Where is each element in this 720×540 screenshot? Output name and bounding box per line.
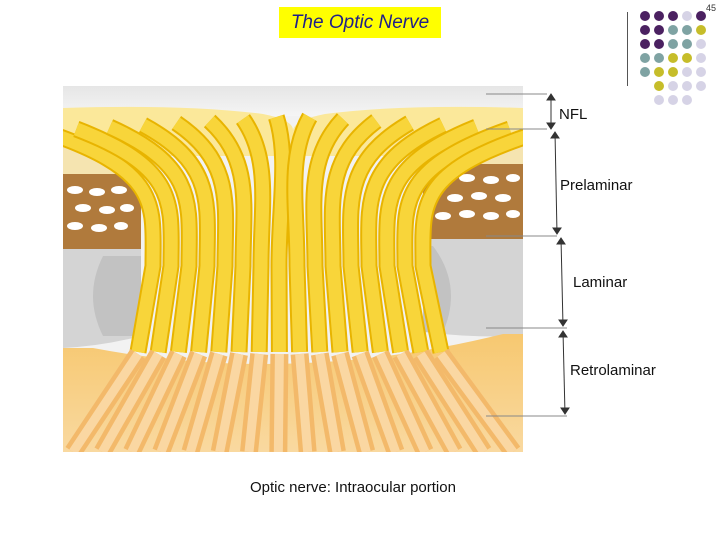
myelinated-bundle-core — [98, 351, 163, 452]
myelinated-bundle-core — [273, 353, 284, 452]
axon-bundle — [107, 121, 196, 353]
figure-caption: Optic nerve: Intraocular portion — [250, 479, 456, 496]
decorative-dot — [668, 25, 678, 35]
decorative-dot — [654, 81, 664, 91]
axon-bundle — [63, 131, 160, 354]
myelinated-bundle-core — [295, 353, 313, 452]
myelinated-bundle-core — [376, 352, 430, 452]
decorative-dot — [668, 67, 678, 77]
optic-nerve-diagram: NFL Prelaminar Laminar Retrolaminar — [63, 86, 656, 452]
myelinated-bundle-core — [127, 352, 183, 452]
myelinated-bundle-core — [437, 351, 517, 452]
axon-bundle — [288, 113, 316, 353]
decorative-dot — [654, 53, 664, 63]
prelaminar-bracket — [554, 131, 558, 235]
decorative-dot — [696, 25, 706, 35]
myelinated-bundle-core — [69, 351, 142, 452]
myelinated-bundle-core — [244, 353, 264, 452]
axon-bundle — [362, 119, 446, 353]
myelinated-bundle-core — [215, 353, 244, 452]
decorative-dot — [682, 67, 692, 77]
label-laminar: Laminar — [573, 274, 628, 291]
retrolaminar-bracket — [562, 330, 566, 415]
axon-bundle — [172, 117, 233, 353]
decorative-dot — [696, 81, 706, 91]
decorative-dot — [668, 11, 678, 21]
axon-bundle — [307, 114, 348, 353]
axon-bundle — [139, 119, 214, 353]
axon-bundle — [343, 117, 413, 353]
decorative-dot — [640, 67, 650, 77]
decorative-dot — [682, 39, 692, 49]
decorative-dot — [682, 11, 692, 21]
page-number: 45 — [705, 3, 716, 13]
decorative-dot — [640, 25, 650, 35]
optic-nerve-illustration — [63, 86, 570, 452]
decorative-dot — [668, 95, 678, 105]
myelinated-bundle-core — [186, 352, 224, 452]
decorative-dot — [654, 39, 664, 49]
decorative-dot — [654, 25, 664, 35]
label-nfl: NFL — [559, 106, 588, 123]
laminar-bracket — [560, 237, 564, 327]
decorative-dot — [640, 53, 650, 63]
decorative-dot — [654, 67, 664, 77]
axon-bundle — [270, 115, 290, 353]
decorative-dot — [682, 25, 692, 35]
decorative-dot — [668, 81, 678, 91]
decorative-dot — [640, 39, 650, 49]
decorative-divider — [627, 12, 628, 86]
decorative-dot — [696, 11, 706, 21]
decorative-dot — [640, 11, 650, 21]
decorative-dot — [696, 39, 706, 49]
slide-title: The Optic Nerve — [279, 7, 441, 38]
myelinated-bundle-core — [355, 352, 400, 452]
decorative-dot — [654, 95, 664, 105]
axon-bundle — [237, 115, 270, 353]
label-retrolaminar: Retrolaminar — [570, 362, 656, 379]
axon-bundle — [325, 115, 381, 353]
sclera-left-shade — [93, 256, 141, 336]
decorative-dot — [682, 81, 692, 91]
axon-bundle — [74, 122, 178, 353]
axon-bundle — [416, 130, 523, 354]
myelinated-bundle-core — [315, 353, 342, 452]
myelinated-bundle-core — [335, 352, 371, 452]
axon-bundle — [398, 122, 512, 354]
decorative-dot — [654, 11, 664, 21]
decorative-dot — [696, 67, 706, 77]
decorative-dot — [682, 95, 692, 105]
axon-bundle — [205, 116, 251, 353]
label-prelaminar: Prelaminar — [560, 177, 633, 194]
decorative-dot — [668, 39, 678, 49]
axon-bundle — [380, 120, 479, 354]
myelin-sheaths — [65, 348, 521, 452]
myelinated-bundle-core — [417, 351, 488, 452]
decorative-dot — [668, 53, 678, 63]
decorative-dot — [682, 53, 692, 63]
decorative-dot — [696, 53, 706, 63]
layer-brackets — [486, 93, 570, 417]
myelinated-bundle-core — [396, 351, 459, 452]
axon-bundles — [63, 112, 523, 354]
myelinated-bundle-core — [156, 352, 203, 452]
